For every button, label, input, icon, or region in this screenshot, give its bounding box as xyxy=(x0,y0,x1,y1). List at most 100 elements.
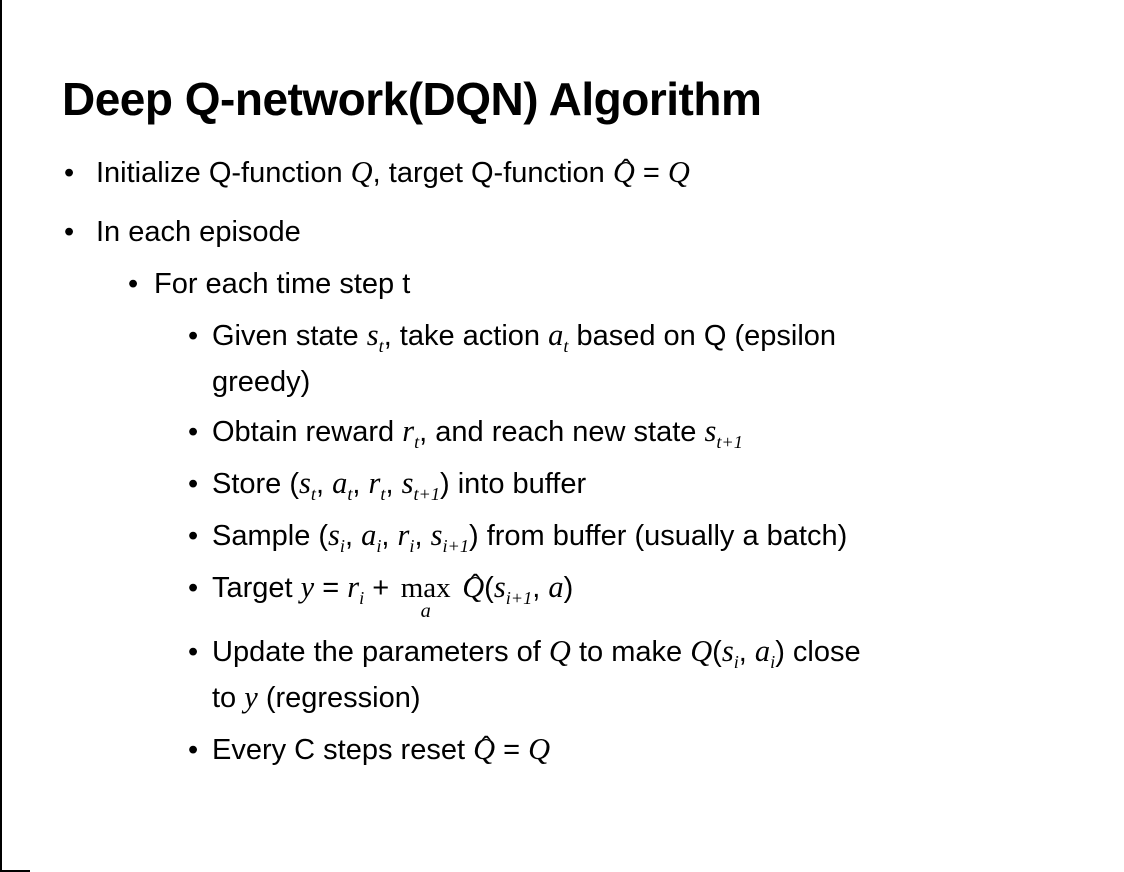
bullet-list: •Initialize Q-function Q, target Q-funct… xyxy=(0,150,1124,779)
math-variable-subscripted: ri xyxy=(347,570,365,609)
text-run: ) into buffer xyxy=(439,468,587,500)
math-variable-subscripted: at xyxy=(548,318,569,357)
bullet-marker: • xyxy=(188,320,199,352)
text-run: Initialize Q-function xyxy=(96,157,351,189)
text-run: = xyxy=(634,157,668,189)
text-run: to xyxy=(212,682,245,714)
math-variable: y xyxy=(300,570,315,604)
text-run: Store ( xyxy=(212,468,300,500)
math-variable-subscripted: rt xyxy=(368,466,386,505)
math-variable-subscripted: st+1 xyxy=(704,414,743,453)
bullet-text: For each time step t xyxy=(154,261,1124,307)
bullet-text: In each episode xyxy=(96,209,1124,255)
math-variable-subscripted: rt xyxy=(402,414,420,453)
bullet-marker: • xyxy=(64,157,75,189)
text-run: , xyxy=(532,572,549,604)
text-run: ( xyxy=(484,572,494,604)
text-run: Every C steps reset xyxy=(212,734,474,766)
math-variable: Q xyxy=(548,634,571,668)
text-run: Obtain reward xyxy=(212,416,403,448)
bullet-marker: • xyxy=(64,216,75,248)
slide-bottom-border-stub xyxy=(0,870,30,872)
slide-title: Deep Q-network(DQN) Algorithm xyxy=(62,72,762,125)
text-run: , xyxy=(344,520,362,552)
bullet-item: •Initialize Q-function Q, target Q-funct… xyxy=(0,150,1124,196)
bullet-item: • Update the parameters of Q to make Q(si… xyxy=(0,629,1124,721)
bullet-marker: • xyxy=(188,636,199,668)
bullet-text: Obtain reward rt, and reach new state st… xyxy=(212,409,1124,455)
bullet-marker: • xyxy=(188,734,199,766)
bullet-text: Given state st, take action at based on … xyxy=(212,313,1124,405)
text-run: , xyxy=(352,468,369,500)
math-variable: Q xyxy=(528,732,551,766)
text-run: Given state xyxy=(212,320,367,352)
bullet-text: Store (st, at, rt, st+1) into buffer xyxy=(212,461,1124,507)
math-variable-subscripted: at xyxy=(332,466,353,505)
bullet-item: • Sample (si, ai, ri, si+1) from buffer (… xyxy=(0,513,1124,559)
slide-left-border-line xyxy=(0,0,2,872)
math-variable-subscripted: ai xyxy=(361,518,382,557)
bullet-marker: • xyxy=(128,268,139,300)
math-variable: Q xyxy=(667,155,690,189)
max-underscript: a xyxy=(420,599,431,622)
math-variable-subscripted: st xyxy=(366,318,384,357)
text-run: , target Q-function xyxy=(372,157,613,189)
hat-accent: ˆ xyxy=(621,152,631,184)
text-run: For each time step t xyxy=(154,268,411,300)
text-run: = xyxy=(495,734,529,766)
text-run: , xyxy=(381,520,398,552)
bullet-text: Initialize Q-function Q, target Q-functi… xyxy=(96,150,1124,196)
math-variable: a xyxy=(548,570,564,604)
hat-accent: ˆ xyxy=(470,567,480,599)
bullet-marker: • xyxy=(188,416,199,448)
text-run: , take action xyxy=(383,320,549,352)
hat-accent: ˆ xyxy=(481,729,491,761)
text-run: + xyxy=(364,572,398,604)
text-run: based on Q (epsilon xyxy=(568,320,837,352)
math-variable-subscripted: st+1 xyxy=(401,466,440,505)
bullet-marker: • xyxy=(188,572,199,604)
math-variable: Q xyxy=(690,634,713,668)
math-variable-subscripted: si+1 xyxy=(493,570,533,609)
text-run xyxy=(454,572,462,604)
math-variable: y xyxy=(244,680,258,714)
math-variable-subscripted: si+1 xyxy=(430,518,469,557)
math-variable-subscripted: ri xyxy=(397,518,415,557)
math-variable: Q xyxy=(350,155,373,189)
bullet-marker: • xyxy=(188,468,199,500)
text-run: to make xyxy=(570,636,691,668)
text-run: ( xyxy=(712,636,722,668)
text-run: , xyxy=(738,636,755,668)
bullet-text: Update the parameters of Q to make Q(si,… xyxy=(212,629,1124,721)
bullet-text: Sample (si, ai, ri, si+1) from buffer (u… xyxy=(212,513,1124,559)
text-run: greedy) xyxy=(212,366,311,398)
text-run: ) from buffer (usually a batch) xyxy=(469,520,848,552)
bullet-item: • Obtain reward rt, and reach new state s… xyxy=(0,409,1124,455)
bullet-marker: • xyxy=(188,520,199,552)
math-variable-subscripted: ai xyxy=(754,634,776,673)
text-run: = xyxy=(314,572,348,604)
math-variable-subscripted: st xyxy=(299,466,316,505)
text-run: , and reach new state xyxy=(419,416,705,448)
text-run: ) xyxy=(563,572,574,604)
bullet-item: • In each episode xyxy=(0,209,1124,255)
text-run: , xyxy=(385,468,402,500)
text-run: , xyxy=(315,468,333,500)
bullet-item: • Store (st, at, rt, st+1) into buffer xyxy=(0,461,1124,507)
text-run: , xyxy=(414,520,431,552)
text-run: Update the parameters of xyxy=(212,636,549,668)
text-run: Sample ( xyxy=(212,520,329,552)
bullet-item: • For each time step t xyxy=(0,261,1124,307)
bullet-item: • Given state st, take action at based on… xyxy=(0,313,1124,405)
text-run: Target xyxy=(212,572,301,604)
math-variable-subscripted: si xyxy=(328,518,345,557)
text-run: ) close xyxy=(775,636,861,668)
